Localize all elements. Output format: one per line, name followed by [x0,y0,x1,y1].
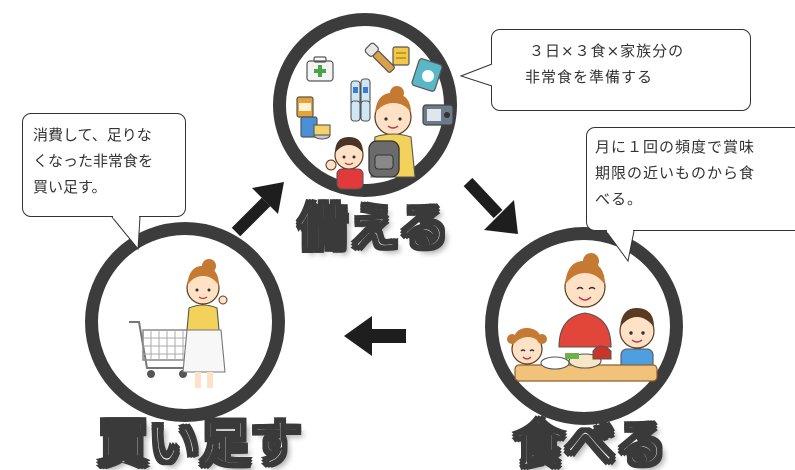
canned-food-icon [296,96,331,140]
backpack-icon [368,140,400,178]
prepare-note-tail [459,63,494,87]
meal-table-icon [514,345,658,382]
eat-illustration [507,253,658,382]
arrow-eat-to-restock-icon [344,316,406,356]
shopping-cart-icon [129,321,190,378]
woman-figure-icon [182,259,228,388]
prepare-illustration [296,42,454,190]
eat-note-line-2: 期限の近いものから食 [595,164,756,182]
eat-note-tail [605,229,635,263]
prepare-note-line-2: 非常食を準備する [525,68,654,86]
flashlight-icon [364,42,395,73]
child-figure-icon [325,137,364,190]
water-bottles-icon [350,78,371,122]
arrow-prepare-to-eat-icon [463,177,518,234]
prepare-note-bubble: ３日×３食×家族分の 非常食を準備する [491,29,751,111]
restock-note-line-2: くなった非常食を [33,152,154,170]
restock-illustration [129,259,228,388]
eat-label: 食べる [513,415,667,470]
arrow-restock-to-prepare-icon [231,182,284,237]
restock-note-tail [111,215,141,251]
mother-figure-icon [558,253,612,348]
first-aid-kit-icon [306,56,334,82]
eat-note-line-3: べる。 [595,190,644,208]
restock-note-bubble: 消費して、足りな くなった非常食を 買い足す。 [22,113,186,217]
prepare-note-line-1: ３日×３食×家族分の [529,42,685,60]
restock-note-line-3: 買い足す。 [33,178,107,196]
girl-figure-icon [507,327,547,365]
eat-note-bubble: 月に１回の頻度で賞味 期限の近いものから食 べる。 [586,127,795,231]
restock-note-line-1: 消費して、足りな [33,126,152,144]
eat-note-line-1: 月に１回の頻度で賞味 [595,138,756,156]
snack-box-icon [392,46,410,66]
food-pouch-icon [411,58,443,92]
restock-label: 買い足す [97,414,302,470]
prepare-label: 備える [297,198,450,258]
radio-icon [422,104,454,126]
